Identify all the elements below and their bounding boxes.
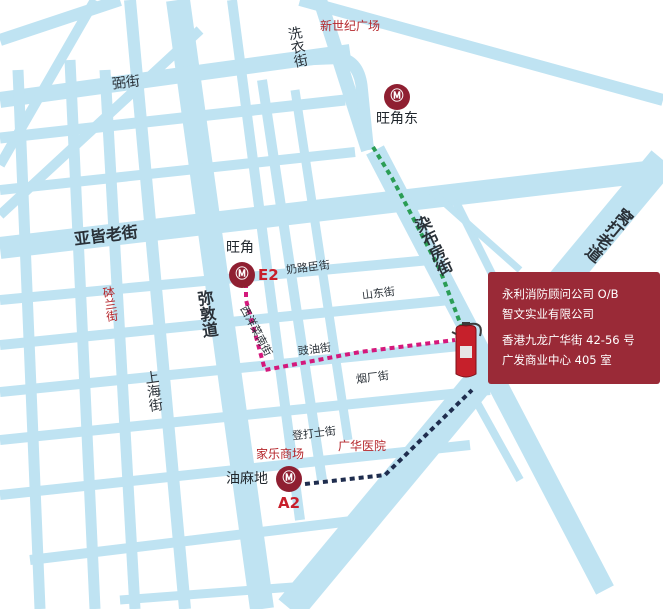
road-v4 <box>124 0 191 609</box>
road-e3 <box>427 187 523 273</box>
road-h1 <box>0 94 346 144</box>
info-line-3: 香港九龙广华街 42-56 号 <box>502 333 635 347</box>
road-h7 <box>0 440 471 500</box>
station-mong-kok: 旺角 <box>226 240 254 256</box>
road-top-diagonal <box>298 0 663 106</box>
road-h3 <box>0 255 431 305</box>
destination-info-box: 永利消防顾问公司 O/B 智文实业有限公司 香港九龙广华街 42-56 号 广发… <box>488 272 660 384</box>
info-line-1: 永利消防顾问公司 O/B <box>502 287 619 301</box>
exit-e2: E2 <box>258 266 279 284</box>
fire-extinguisher-icon <box>451 322 482 378</box>
road-v3 <box>99 69 141 609</box>
road-top-left-diag-a <box>0 0 122 46</box>
street-nullah: 弼街 <box>111 73 141 93</box>
station-mong-kok-east: 旺角东 <box>376 111 418 127</box>
road-e2 <box>466 388 524 482</box>
mtr-logo-icon: Ⓜ <box>229 262 255 288</box>
info-line-4: 广发商业中心 405 室 <box>502 353 612 367</box>
route-green <box>371 145 464 329</box>
info-line-2: 智文实业有限公司 <box>502 307 594 321</box>
road-prince-edward <box>278 150 663 609</box>
road-curve-top <box>289 51 374 151</box>
exit-a2: A2 <box>278 494 301 512</box>
road-v6 <box>257 79 327 481</box>
road-h9 <box>119 580 321 605</box>
road-h2 <box>0 147 356 195</box>
road-h5 <box>0 340 471 397</box>
road-nathan <box>166 0 274 609</box>
road-v7 <box>290 89 353 441</box>
road-h4 <box>0 295 451 350</box>
landmark-new-century: 新世纪广场 <box>320 19 381 33</box>
route-pink <box>244 283 456 373</box>
mtr-logo-icon: Ⓜ <box>384 84 410 110</box>
station-yau-ma-tei: 油麻地 <box>226 471 268 487</box>
road-h6 <box>0 385 491 445</box>
landmark-kwong-wah: 广华医院 <box>338 439 387 453</box>
mtr-logo-icon: Ⓜ <box>276 466 302 492</box>
landmark-kaleidoscope: 家乐商场 <box>256 447 305 461</box>
road-v5 <box>227 0 305 521</box>
road-h8 <box>29 515 361 565</box>
